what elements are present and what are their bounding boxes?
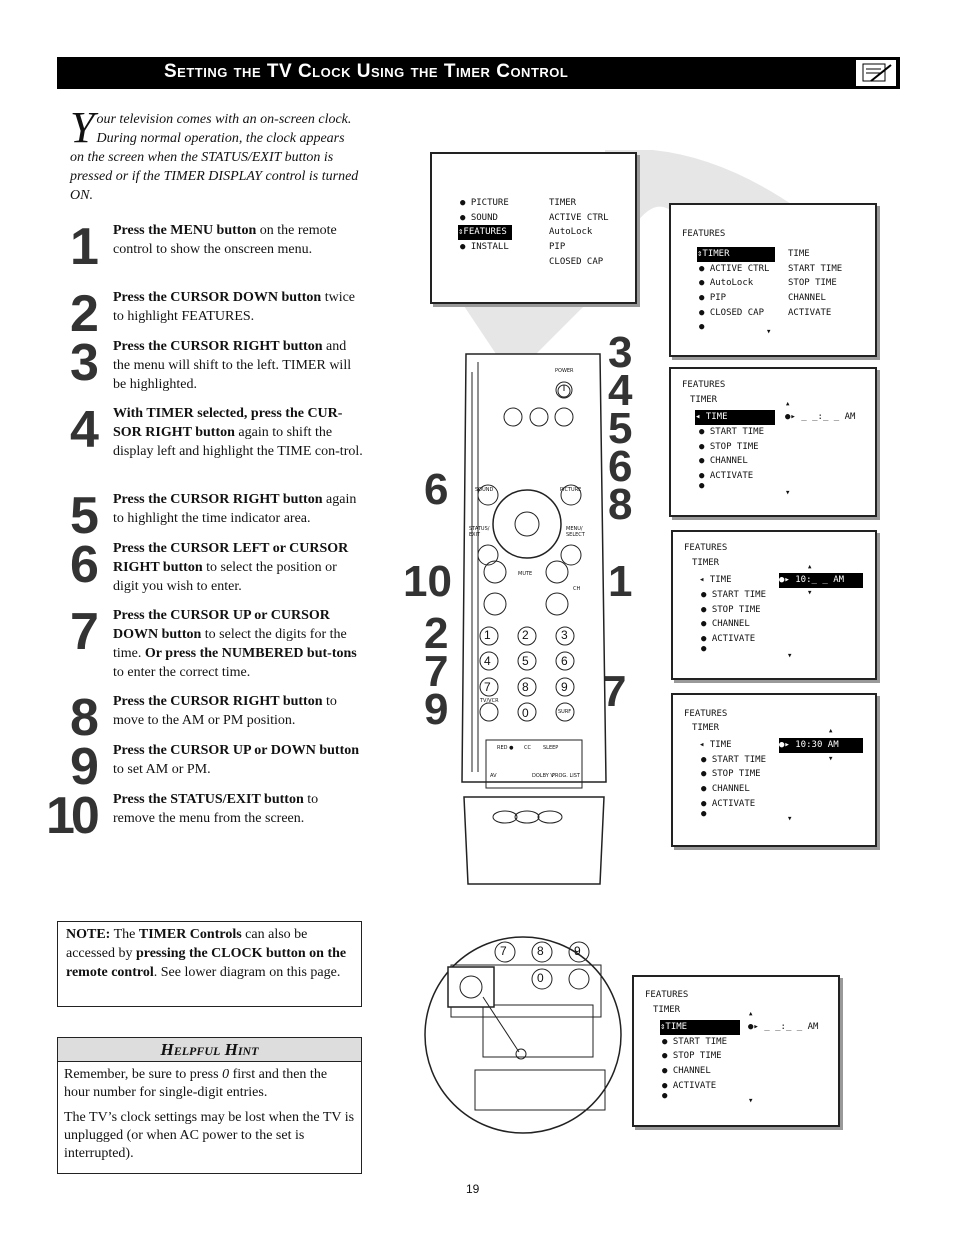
callout-number: 8: [608, 480, 633, 529]
note-box: NOTE: The TIMER Controls can also be acc…: [57, 921, 362, 1007]
step-2-text: Press the CURSOR DOWN button twice to hi…: [113, 290, 356, 324]
callout-number: 2: [424, 609, 449, 658]
timer-screen-clock: FEATURES TIMER ⇕TIME ● START TIME ● STOP…: [632, 975, 840, 1127]
key-7[interactable]: 7: [500, 944, 507, 958]
callout-number: 9: [424, 685, 449, 734]
main-menu-screen: ● PICTURE ● SOUND ⇕FEATURES ● INSTALL TI…: [430, 152, 637, 304]
key-3[interactable]: 3: [561, 628, 568, 642]
cc-label: CC: [524, 745, 531, 751]
step-number: 9: [70, 738, 99, 796]
callout-number: 7: [424, 647, 449, 696]
step-number: 2: [70, 285, 99, 343]
power-button[interactable]: [555, 382, 573, 405]
step-number: 10: [46, 787, 100, 845]
projection-beam: [460, 150, 800, 360]
key-6[interactable]: 6: [561, 654, 568, 668]
ch-label: CH: [573, 586, 581, 592]
step-10-text: Press the STATUS/EXIT button to remove t…: [113, 792, 319, 826]
key-5[interactable]: 5: [522, 654, 529, 668]
key-9[interactable]: 9: [561, 680, 568, 694]
menu-select-label: MENU/ SELECT: [566, 526, 585, 538]
step-number: 7: [70, 603, 99, 661]
timer-screen-hour: FEATURES TIMER ◂ TIME ● START TIME ● STO…: [671, 530, 877, 680]
status-exit-label: STATUS/ EXIT: [469, 526, 490, 538]
hint-paragraph: The TV’s clock settings may be lost when…: [64, 1110, 355, 1161]
tvvcr-label: TV/VCR: [480, 698, 499, 704]
hint-paragraph: Remember, be sure to press 0 first and t…: [64, 1067, 328, 1100]
step-number: 3: [70, 334, 99, 392]
drop-cap: Y: [70, 103, 95, 152]
callout-number: 1: [608, 557, 633, 606]
step-9-text: Press the CURSOR UP or DOWN button to se…: [113, 743, 360, 777]
callout-number: 3: [608, 328, 633, 377]
key-8[interactable]: 8: [522, 680, 529, 694]
sound-label: SOUND: [475, 487, 494, 493]
step-6-text: Press the CURSOR LEFT or CURSOR RIGHT bu…: [113, 541, 349, 594]
key-4[interactable]: 4: [484, 654, 491, 668]
step-number: 1: [70, 218, 99, 276]
key-0[interactable]: 0: [537, 971, 544, 985]
timer-screen-set: FEATURES TIMER ◂ TIME ● START TIME ● STO…: [671, 693, 877, 847]
proglist-label: PROG. LIST: [552, 773, 580, 779]
step-3-text: Press the CURSOR RIGHT button and the me…: [113, 339, 352, 392]
step-number: 5: [70, 487, 99, 545]
helpful-hint-box: Helpful Hint Remember, be sure to press …: [57, 1037, 362, 1174]
power-label: POWER: [555, 368, 574, 374]
key-7[interactable]: 7: [484, 680, 491, 694]
dolby-label: DOLBY V: [532, 773, 554, 779]
key-8[interactable]: 8: [537, 944, 544, 958]
sleep-label: SLEEP: [543, 745, 559, 751]
page-title: Setting the TV Clock Using the Timer Con…: [164, 61, 569, 82]
step-8-text: Press the CURSOR RIGHT button to move to…: [113, 694, 337, 728]
picture-label: PICTURE: [560, 487, 582, 493]
step-1-text: Press the MENU button on the remote cont…: [113, 223, 337, 257]
features-highlight: ⇕FEATURES: [458, 225, 512, 240]
av-label: AV: [490, 773, 497, 779]
page-number: 19: [466, 1182, 480, 1196]
timer-screen-blank: FEATURES TIMER ◂ TIME ● START TIME ● STO…: [669, 367, 877, 517]
surf-label: SURF: [558, 709, 572, 715]
hint-title: Helpful Hint: [58, 1038, 361, 1062]
key-2[interactable]: 2: [522, 628, 529, 642]
callout-number: 7: [602, 667, 627, 716]
callout-number: 10: [403, 557, 452, 606]
step-5-text: Press the CURSOR RIGHT button again to h…: [113, 492, 357, 526]
remote-control: [461, 353, 607, 885]
step-4-text: With TIMER selected, press the CUR-SOR R…: [113, 406, 363, 459]
section-header: Setting the TV Clock Using the Timer Con…: [57, 57, 900, 89]
callout-number: 4: [608, 366, 633, 415]
red-label: RED ●: [497, 745, 514, 751]
intro-text: our television comes with an on-screen c…: [70, 112, 359, 203]
callout-number: 6: [608, 442, 633, 491]
step-number: 8: [70, 689, 99, 747]
mute-label: MUTE: [518, 571, 533, 577]
features-screen: FEATURES ⇕TIMER ● ACTIVE CTRL ● AutoLock…: [669, 203, 877, 357]
step-7-text: Press the CURSOR UP or CURSOR DOWN butto…: [113, 608, 357, 680]
magnified-remote-circle: [424, 936, 622, 1134]
step-number: 6: [70, 536, 99, 594]
callout-number: 6: [424, 465, 449, 514]
step-number: 4: [70, 401, 99, 459]
callout-number: 5: [608, 404, 633, 453]
notepad-icon: [856, 60, 896, 86]
key-0[interactable]: 0: [522, 706, 529, 720]
key-9[interactable]: 9: [574, 944, 581, 958]
key-1[interactable]: 1: [484, 628, 491, 642]
